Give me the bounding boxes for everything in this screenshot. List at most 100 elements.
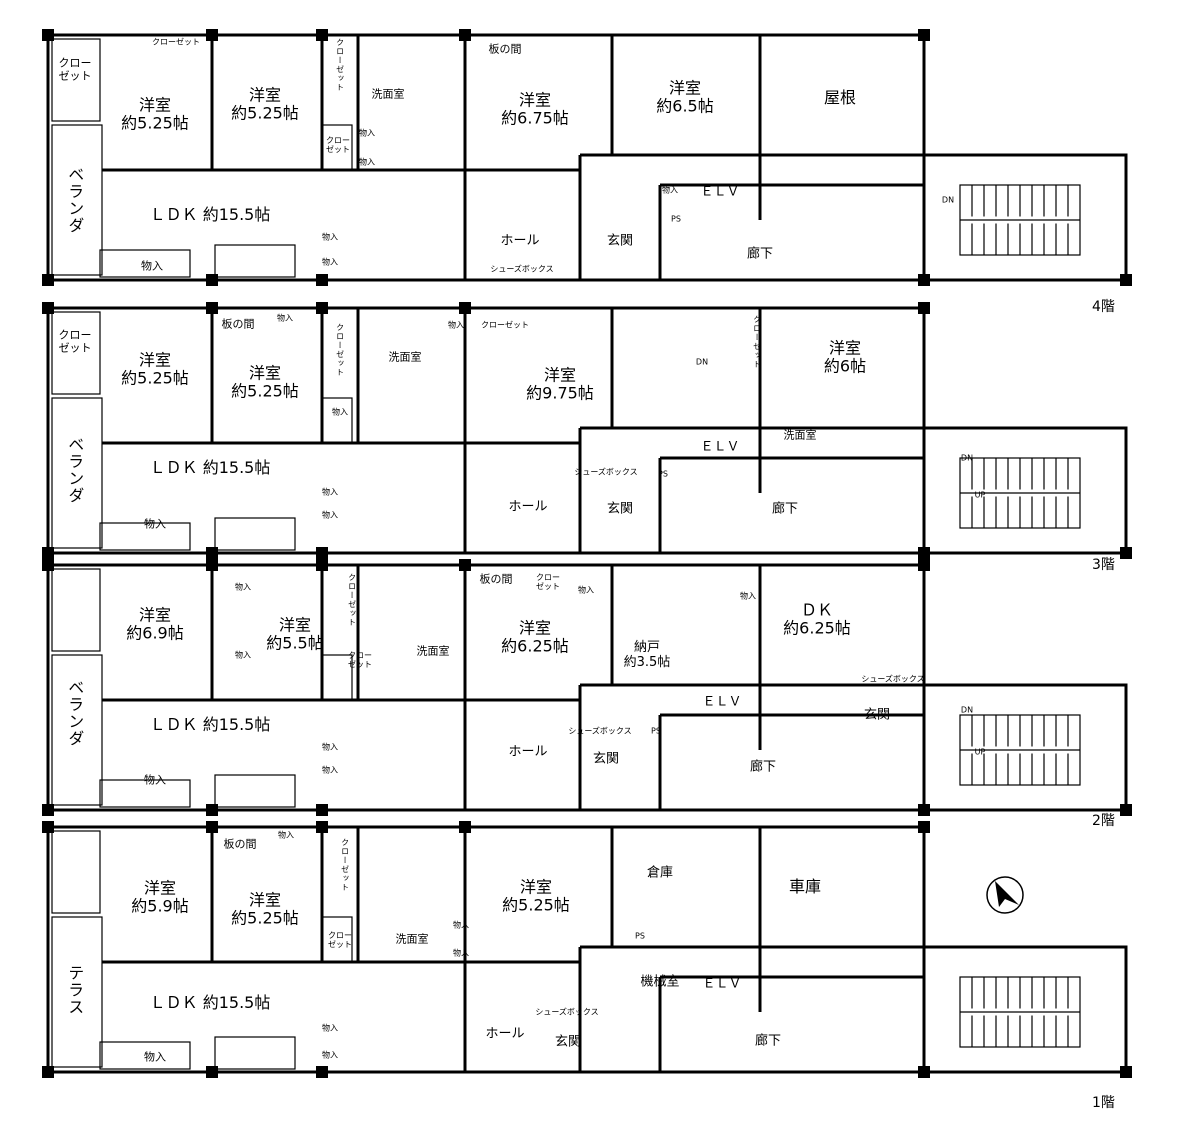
storage-label: 物入 — [322, 1023, 338, 1033]
closet — [51, 568, 101, 652]
shoebox-label: シューズボックス — [535, 1007, 599, 1017]
room-label: 倉庫 — [646, 865, 674, 881]
storage-label: 物入 — [144, 1050, 166, 1064]
closet-label: クロー ゼット — [348, 650, 372, 669]
closet — [321, 124, 353, 171]
room-label: 洋室 約9.75帖 — [526, 365, 594, 403]
room-label: 玄関 — [606, 233, 634, 249]
kitchen-counter — [214, 774, 296, 808]
closet-label: クローゼット — [335, 38, 345, 92]
north-compass-icon — [986, 876, 1024, 914]
column — [918, 804, 930, 816]
ldk-label: ＬＤＫ 約15.5帖 — [149, 204, 271, 224]
storage-label: 物入 — [322, 257, 338, 267]
closet-label: クローゼット — [152, 37, 200, 47]
shoebox-label: シューズボックス — [861, 674, 925, 684]
annex-outline — [922, 945, 1128, 1074]
storage-label: 物入 — [453, 948, 469, 958]
closet-label: クローゼット — [335, 323, 345, 377]
ps-label: PS — [671, 214, 681, 224]
floor-level-label: 2階 — [1092, 813, 1115, 829]
closet — [321, 397, 353, 444]
column — [316, 302, 328, 314]
column — [316, 274, 328, 286]
room-label: 洗面室 — [783, 428, 817, 442]
veranda-label: ベランダ — [65, 166, 85, 234]
shoebox-label: シューズボックス — [574, 467, 638, 477]
column — [42, 29, 54, 41]
veranda-label: ベランダ — [65, 436, 85, 504]
room-label: 洋室 約6帖 — [823, 338, 867, 376]
column — [42, 1066, 54, 1078]
column — [918, 1066, 930, 1078]
storage-label: 物入 — [740, 591, 756, 601]
closet-label: クロー ゼット — [58, 328, 92, 354]
ps-label: PS — [658, 469, 668, 479]
elevator-label: ＥＬＶ — [702, 694, 742, 710]
terrace-label: テラス — [65, 964, 85, 1016]
room-label: ホール — [500, 233, 540, 249]
column — [316, 1066, 328, 1078]
floor-level-label: 4階 — [1092, 299, 1115, 315]
closet — [51, 311, 101, 395]
storage-label: 物入 — [322, 510, 338, 520]
stairs-label: DN — [960, 453, 974, 463]
storage-label: 物入 — [235, 582, 251, 592]
column — [206, 302, 218, 314]
veranda — [51, 916, 103, 1068]
storage-label: 物入 — [278, 830, 294, 840]
room-label: 洋室 約5.25帖 — [121, 350, 189, 388]
room-label: 洋室 約5.25帖 — [231, 890, 299, 928]
room-label: 玄関 — [606, 501, 634, 517]
room-label: ホール — [508, 499, 548, 515]
closet-label: クロー ゼット — [58, 56, 92, 82]
shoebox-label: シューズボックス — [568, 726, 632, 736]
column — [42, 821, 54, 833]
column — [459, 29, 471, 41]
floor-level-label: 3階 — [1092, 557, 1115, 573]
room-label: 玄関 — [554, 1034, 582, 1050]
room-label: 洗面室 — [416, 644, 450, 658]
room-label: 洋室 約5.25帖 — [502, 877, 570, 915]
ps-label: PS — [651, 726, 661, 736]
column — [206, 559, 218, 571]
storage-label: 物入 — [322, 232, 338, 242]
kitchen-counter — [214, 1036, 296, 1070]
annex-outline — [922, 426, 1128, 555]
storage-label: 物入 — [453, 920, 469, 930]
veranda — [51, 654, 103, 806]
closet-label: クロー ゼット — [536, 572, 560, 591]
column — [206, 1066, 218, 1078]
closet-label: クロー ゼット — [328, 930, 352, 949]
room-label: 納戸 約3.5帖 — [623, 640, 671, 670]
room-label: 洗面室 — [395, 932, 429, 946]
storage-label: 物入 — [448, 320, 464, 330]
column — [206, 804, 218, 816]
column — [459, 559, 471, 571]
room-label: 洋室 約6.5帖 — [656, 78, 714, 116]
room-label: 玄関 — [863, 707, 891, 723]
room-label: 洋室 約5.25帖 — [231, 363, 299, 401]
annex-outline — [922, 153, 1128, 282]
column — [316, 547, 328, 559]
room-label: 洋室 約6.25帖 — [501, 618, 569, 656]
column — [1120, 547, 1132, 559]
room-label: 洋室 約5.25帖 — [231, 85, 299, 123]
column — [1120, 1066, 1132, 1078]
room-label: 洋室 約6.9帖 — [126, 605, 184, 643]
storage-label: 物入 — [322, 1050, 338, 1060]
elevator-label: ＥＬＶ — [700, 439, 740, 455]
room-label: ホール — [508, 744, 548, 760]
room-label: ＤＫ 約6.25帖 — [783, 600, 851, 638]
column — [206, 547, 218, 559]
storage-label: 物入 — [332, 407, 348, 417]
corridor-label: 廊下 — [749, 759, 777, 775]
column — [918, 821, 930, 833]
elevator-label: ＥＬＶ — [702, 976, 742, 992]
storage — [99, 1041, 191, 1070]
closet-label: クロー ゼット — [326, 135, 350, 154]
closet — [321, 916, 353, 963]
veranda — [51, 124, 103, 276]
storage-label: 物入 — [322, 487, 338, 497]
storage-label: 物入 — [235, 650, 251, 660]
